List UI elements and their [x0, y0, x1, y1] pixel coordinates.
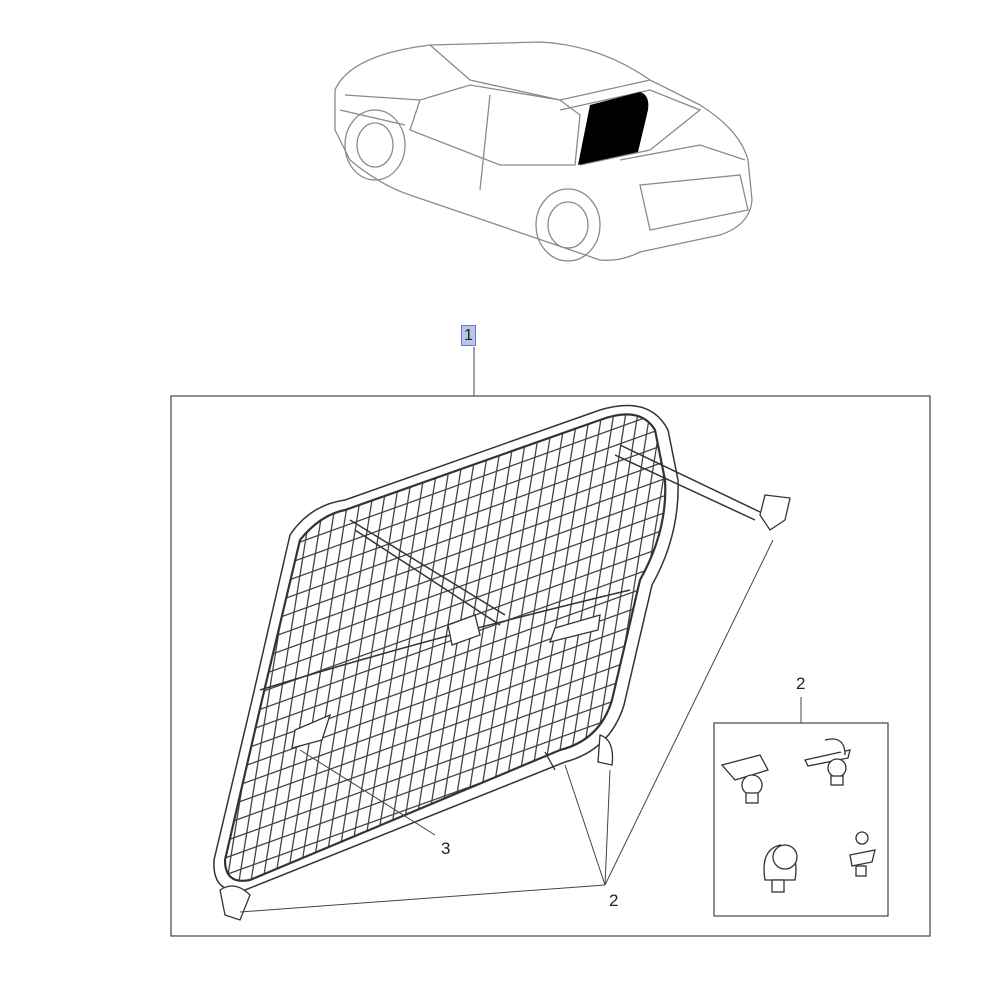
mesh-horizontal-bar	[225, 720, 666, 881]
mesh-horizontal-bar	[225, 516, 666, 698]
mesh-vertical-bar	[391, 414, 473, 881]
mesh-vertical-bar	[607, 414, 666, 881]
mesh-vertical-bar	[439, 414, 521, 881]
mesh-vertical-bar	[619, 414, 666, 881]
mesh-horizontal-bar	[225, 482, 666, 664]
callout-2-inset: 2	[796, 674, 806, 693]
mesh-vertical-bar	[415, 414, 497, 881]
mesh-vertical-bar	[379, 414, 461, 881]
mesh-horizontal-bar	[225, 465, 666, 647]
fastener-inset-frame	[713, 722, 889, 917]
mesh-vertical-bar	[235, 414, 317, 881]
cargo-barrier-grid	[213, 400, 791, 921]
mesh-vertical-bar	[427, 414, 509, 881]
mesh-horizontal-bar	[225, 601, 666, 783]
mesh-vertical-bar	[283, 414, 365, 881]
mesh-vertical-bar	[259, 414, 341, 881]
mesh-horizontal-bar	[225, 652, 666, 834]
mesh-vertical-bar	[367, 414, 449, 881]
callout-leader-lines	[239, 539, 774, 913]
highlighted-cargo-window	[578, 92, 649, 165]
callout-2-main: 2	[609, 891, 619, 910]
mesh-vertical-bar	[655, 414, 666, 881]
mesh-vertical-bar	[331, 414, 413, 881]
mesh-horizontal-bar	[225, 635, 666, 817]
mesh-horizontal-bar	[225, 414, 666, 579]
mesh-vertical-bar	[535, 414, 617, 881]
vehicle-locator-illustration	[334, 41, 753, 262]
mesh-vertical-bar	[523, 414, 605, 881]
assembly-frame	[170, 395, 931, 937]
mesh-vertical-bar	[631, 414, 666, 881]
mesh-vertical-bar	[225, 414, 293, 881]
mesh-vertical-bar	[487, 414, 569, 881]
mesh-horizontal-bar	[225, 584, 666, 766]
mesh-vertical-bar	[668, 400, 748, 900]
mesh-horizontal-bar	[225, 499, 666, 681]
mesh-horizontal-bar	[225, 414, 666, 545]
callout-1-assembly[interactable]: 1	[461, 325, 476, 346]
mesh-horizontal-bar	[225, 618, 666, 800]
callout-3-panel: 3	[441, 839, 451, 858]
mesh-horizontal-bar	[225, 567, 666, 749]
mesh-vertical-bar	[343, 414, 425, 881]
mesh-horizontal-bar	[225, 669, 666, 851]
mesh-horizontal-bar	[225, 550, 666, 732]
fastener-parts	[720, 738, 876, 893]
mesh-vertical-bar	[547, 414, 629, 881]
mesh-horizontal-bar	[225, 414, 666, 528]
